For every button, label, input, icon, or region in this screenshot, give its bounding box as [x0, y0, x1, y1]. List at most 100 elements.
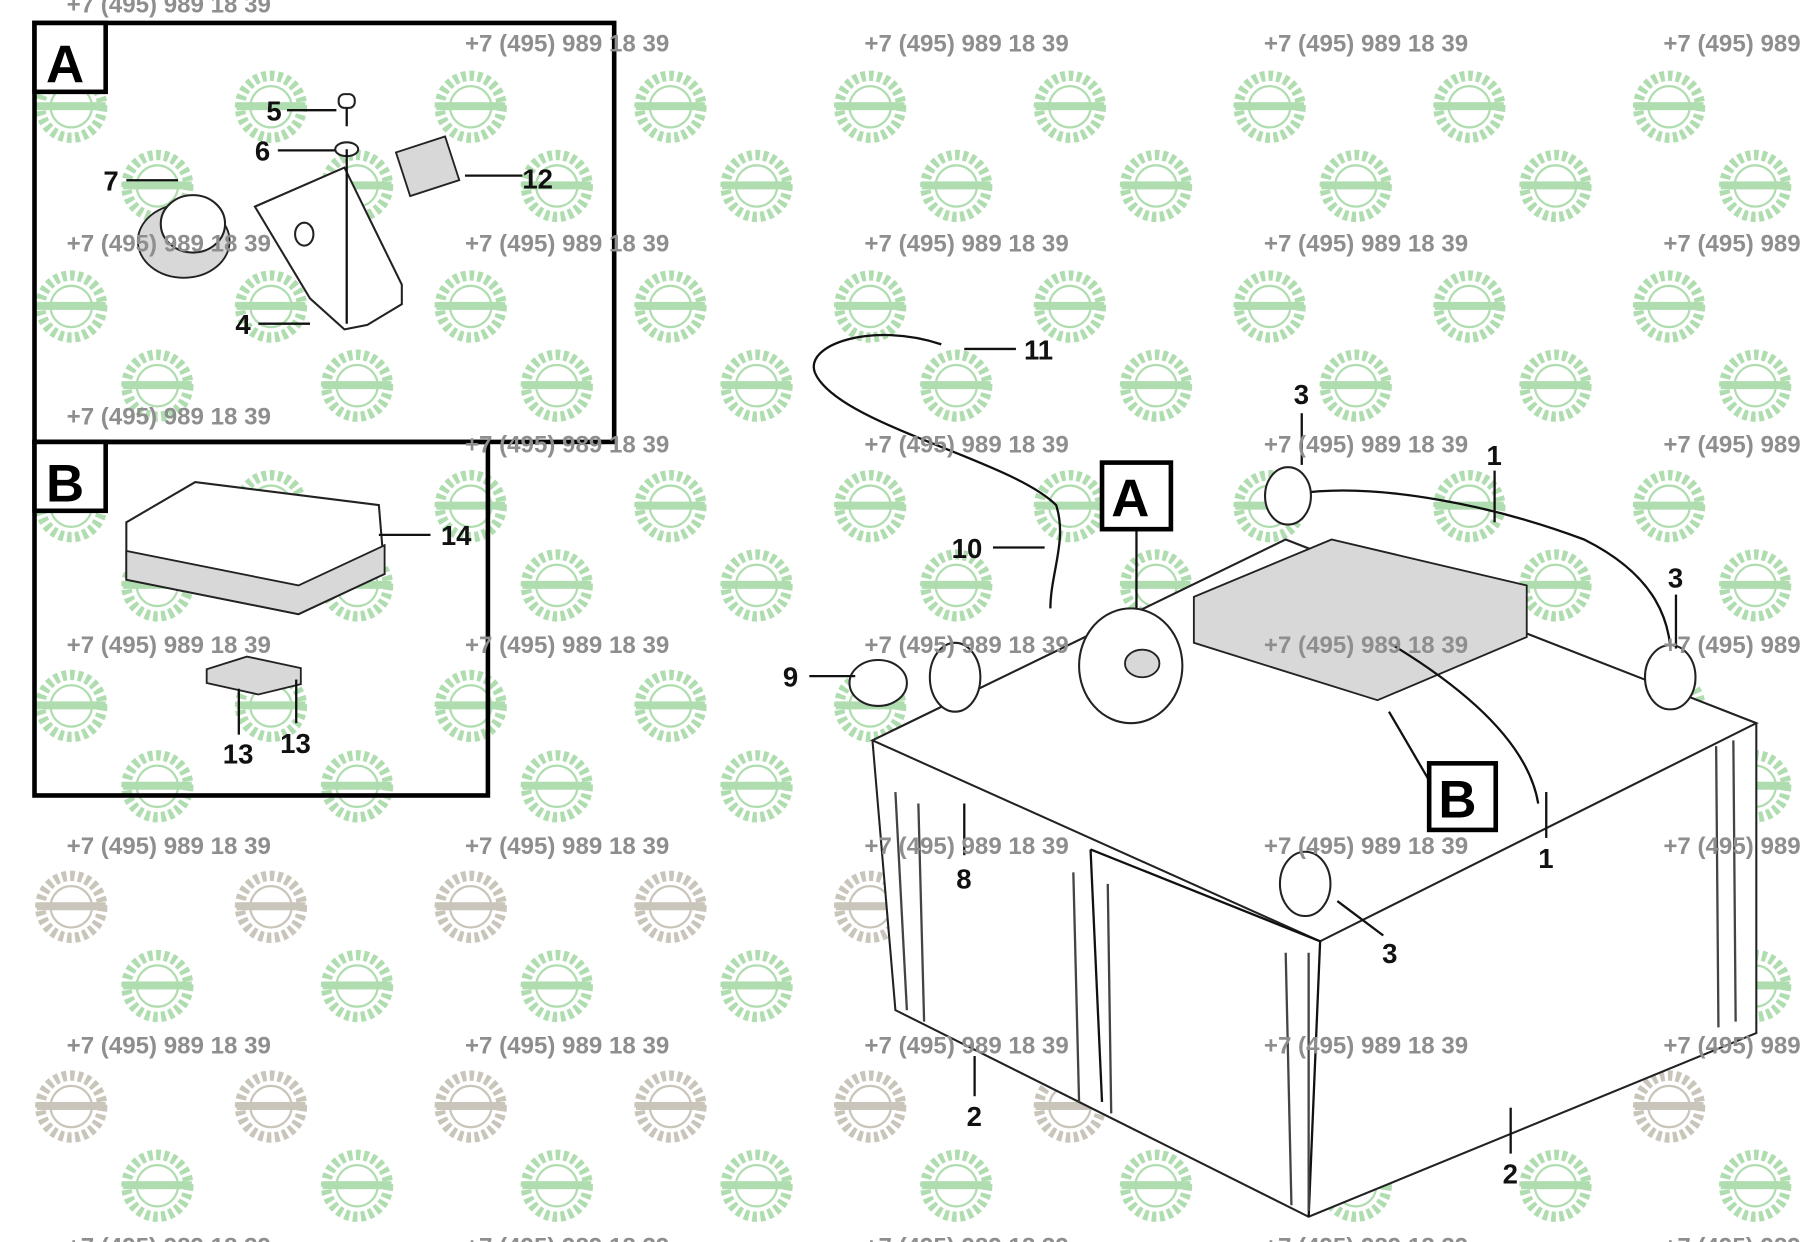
terminal-cap: [1278, 850, 1332, 918]
callout-6: 6: [255, 136, 270, 167]
watermark-gear-logo: [434, 870, 507, 943]
watermark-phone: +7 (495) 989 18 39: [465, 431, 669, 458]
watermark-gear-logo: [1632, 1070, 1706, 1143]
callout-11: 11: [1024, 334, 1053, 365]
watermark-gear-logo: [121, 750, 194, 823]
watermark-phone: +7 (495) 989 18 39: [864, 31, 1068, 58]
watermark-gear-logo: [121, 949, 194, 1023]
watermark-gear-logo: [234, 70, 308, 143]
watermark-gear-logo: [634, 1070, 707, 1143]
callout-7: 7: [103, 166, 118, 197]
watermark-phone: +7 (495) 989 18 39: [1663, 431, 1800, 458]
watermark-gear-logo: [1433, 70, 1506, 143]
watermark-gear-logo: [634, 870, 707, 943]
watermark-gear-logo: [520, 149, 593, 223]
watermark-phone: +7 (495) 989 18 39: [1663, 833, 1800, 860]
bolt-part: [337, 93, 356, 127]
callout-3a: 3: [1294, 379, 1309, 410]
ref-a-box: [1099, 460, 1174, 532]
switch-part: [136, 194, 231, 279]
cable-1: [1297, 489, 1673, 678]
watermark-phone: +7 (495) 989 18 39: [864, 833, 1068, 860]
watermark-gear-logo: [634, 270, 707, 343]
watermark-gear-logo: [35, 870, 108, 943]
watermark-phone: +7 (495) 989 18 39: [67, 0, 271, 19]
watermark-gear-logo: [234, 870, 308, 943]
watermark-phone: +7 (495) 989 18 39: [1663, 1033, 1800, 1060]
detail-b-label-box: [32, 439, 108, 514]
watermark-phone: +7 (495) 989 18 39: [67, 1234, 271, 1242]
watermark-gear-logo: [634, 70, 707, 143]
watermark-gear-logo: [320, 750, 394, 823]
watermark-gear-logo: [1719, 1149, 1792, 1222]
watermark-gear-logo: [1519, 1149, 1592, 1222]
watermark-phone: +7 (495) 989 18 39: [1264, 31, 1468, 58]
watermark-gear-logo: [1119, 1149, 1193, 1222]
callout-14: 14: [441, 520, 472, 551]
watermark-gear-logo: [720, 549, 793, 622]
watermark-gear-logo: [833, 270, 907, 343]
watermark-gear-logo: [1519, 549, 1592, 622]
watermark-phone: +7 (495) 989 18 39: [864, 431, 1068, 458]
watermark-phone: +7 (495) 989 18 39: [465, 1033, 669, 1060]
watermark-gear-logo: [234, 1070, 308, 1143]
battery-assembly: A B 11 3 1 10 3 9 8 1 3 2 2: [783, 333, 1759, 1218]
watermark-gear-logo: [520, 750, 593, 823]
detail-a-panel: A 5 6 7 12 4: [32, 20, 617, 445]
watermark-phone: +7 (495) 989 18 39: [465, 833, 669, 860]
terminal-cap: [1263, 466, 1312, 526]
watermark-phone: +7 (495) 989 18 39: [1663, 1234, 1800, 1242]
watermark-gear-logo: [1632, 270, 1706, 343]
watermark-gear-logo: [434, 270, 507, 343]
watermark-phone: +7 (495) 989 18 39: [465, 230, 669, 257]
watermark-gear-logo: [1719, 549, 1792, 622]
bracket-part: [253, 166, 403, 331]
watermark-gear-logo: [920, 1149, 993, 1222]
watermark-gear-logo: [920, 349, 993, 422]
watermark-gear-logo: [520, 549, 593, 622]
watermark-phone: +7 (495) 989 18 39: [67, 1033, 271, 1060]
callout-12: 12: [522, 163, 553, 194]
watermark-gear-logo: [720, 750, 793, 823]
watermark-gear-logo: [121, 349, 194, 422]
watermark-gear-logo: [320, 349, 394, 422]
watermark-phone: +7 (495) 989 18 39: [465, 1234, 669, 1242]
cable-10: [814, 372, 1062, 609]
callout-10: 10: [952, 533, 983, 564]
terminal-cap: [1643, 644, 1697, 711]
callout-3b: 3: [1668, 563, 1683, 594]
watermark-gear-logo: [1119, 149, 1193, 223]
watermark-phone: +7 (495) 989 18 39: [1264, 1234, 1468, 1242]
terminal-cap: [928, 641, 982, 713]
watermark-gear-logo: [1632, 70, 1706, 143]
watermark-gear-logo: [1233, 270, 1306, 343]
watermark-gear-logo: [634, 470, 707, 543]
watermark-phone: +7 (495) 989 18 39: [465, 632, 669, 659]
watermark-gear-logo: [1719, 149, 1792, 223]
watermark-phone: +7 (495) 989 18 39: [1264, 230, 1468, 257]
watermark-gear-logo: [1632, 470, 1706, 543]
callout-8: 8: [956, 863, 971, 894]
detail-b-frame: [32, 439, 491, 798]
watermark-gear-logo: [434, 470, 507, 543]
watermark-phone: +7 (495) 989 18 39: [1663, 230, 1800, 257]
watermark-phone: +7 (495) 989 18 39: [1264, 632, 1468, 659]
watermark-gear-logo: [434, 1070, 507, 1143]
watermark-phone: +7 (495) 989 18 39: [67, 632, 271, 659]
watermark-gear-logo: [520, 1149, 593, 1222]
callout-13a: 13: [223, 738, 254, 769]
control-unit: [1192, 538, 1528, 702]
watermark-gear-logo: [1033, 70, 1107, 143]
watermark-phone: +7 (495) 989 18 39: [864, 1033, 1068, 1060]
watermark-phones: +7 (495) 989 18 39 +7 (495) 989 18 39 +7 (…: [67, 0, 1800, 1242]
watermark-gear-logo: [1519, 349, 1592, 422]
watermark-phone: +7 (495) 989 18 39: [1264, 431, 1468, 458]
watermark-gear-logo: [35, 270, 108, 343]
watermark-gear-logo: [833, 1070, 907, 1143]
watermark-phone: +7 (495) 989 18 39: [864, 1234, 1068, 1242]
detail-b-title: B: [46, 455, 84, 514]
ref-b-box: [1426, 761, 1499, 833]
watermark-gear-logo: [1033, 270, 1107, 343]
